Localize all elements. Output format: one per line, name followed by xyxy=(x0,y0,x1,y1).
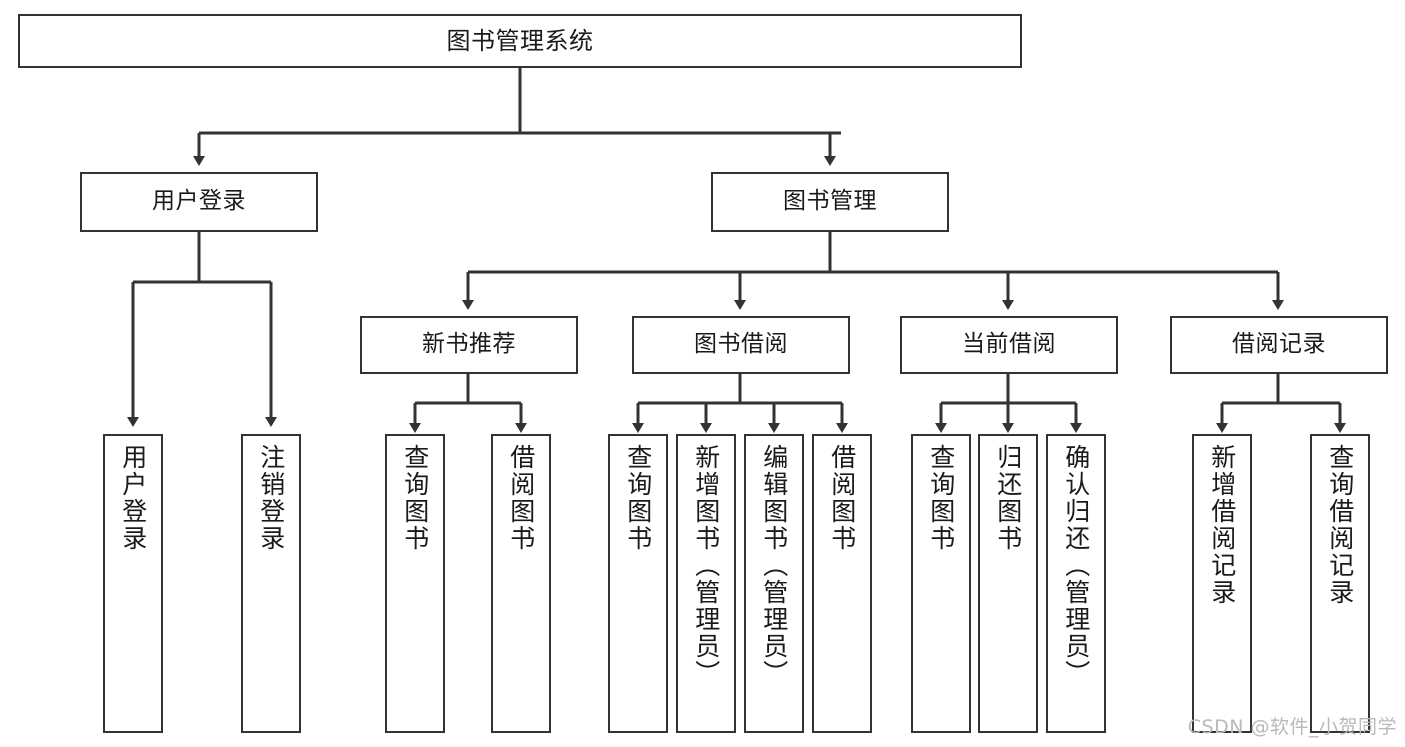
node-label: 查询图书 xyxy=(926,444,956,552)
node-label: 编辑图书（管理员） xyxy=(759,444,789,687)
node-label: 新增图书（管理员） xyxy=(691,444,721,687)
node-leaf-query-record[interactable]: 查询借阅记录 xyxy=(1310,434,1370,733)
node-book-manage[interactable]: 图书管理 xyxy=(711,172,949,232)
node-label: 确认归还（管理员） xyxy=(1061,444,1091,687)
node-leaf-add-record[interactable]: 新增借阅记录 xyxy=(1192,434,1252,733)
node-current-borrow[interactable]: 当前借阅 xyxy=(900,316,1118,374)
node-leaf-logout-login[interactable]: 注销登录 xyxy=(241,434,301,733)
node-label: 注销登录 xyxy=(256,444,286,552)
node-leaf-borrow-book-1[interactable]: 借阅图书 xyxy=(491,434,551,733)
node-user-login[interactable]: 用户登录 xyxy=(80,172,318,232)
node-label: 用户登录 xyxy=(152,188,246,215)
node-leaf-user-login[interactable]: 用户登录 xyxy=(103,434,163,733)
node-label: 图书借阅 xyxy=(694,331,788,358)
node-leaf-add-book[interactable]: 新增图书（管理员） xyxy=(676,434,736,733)
node-leaf-query-book-1[interactable]: 查询图书 xyxy=(385,434,445,733)
node-label: 新增借阅记录 xyxy=(1207,444,1237,606)
node-label: 用户登录 xyxy=(118,444,148,552)
node-label: 图书管理系统 xyxy=(446,26,594,55)
node-label: 查询图书 xyxy=(400,444,430,552)
csdn-watermark: CSDN @软件_小贺同学 xyxy=(1187,716,1397,738)
node-label: 借阅图书 xyxy=(506,444,536,552)
node-label: 查询借阅记录 xyxy=(1325,444,1355,606)
node-label: 图书管理 xyxy=(783,188,877,215)
node-label: 借阅图书 xyxy=(827,444,857,552)
node-leaf-query-book-3[interactable]: 查询图书 xyxy=(911,434,971,733)
node-leaf-return-book[interactable]: 归还图书 xyxy=(978,434,1038,733)
node-leaf-borrow-book-2[interactable]: 借阅图书 xyxy=(812,434,872,733)
node-root-system[interactable]: 图书管理系统 xyxy=(18,14,1022,68)
node-leaf-confirm-return[interactable]: 确认归还（管理员） xyxy=(1046,434,1106,733)
node-label: 借阅记录 xyxy=(1232,331,1326,358)
node-leaf-edit-book[interactable]: 编辑图书（管理员） xyxy=(744,434,804,733)
node-new-book-recommend[interactable]: 新书推荐 xyxy=(360,316,578,374)
node-label: 当前借阅 xyxy=(962,331,1056,358)
node-borrow-record[interactable]: 借阅记录 xyxy=(1170,316,1388,374)
node-book-borrow[interactable]: 图书借阅 xyxy=(632,316,850,374)
node-label: 查询图书 xyxy=(623,444,653,552)
node-label: 归还图书 xyxy=(993,444,1023,552)
node-leaf-query-book-2[interactable]: 查询图书 xyxy=(608,434,668,733)
node-label: 新书推荐 xyxy=(422,331,516,358)
